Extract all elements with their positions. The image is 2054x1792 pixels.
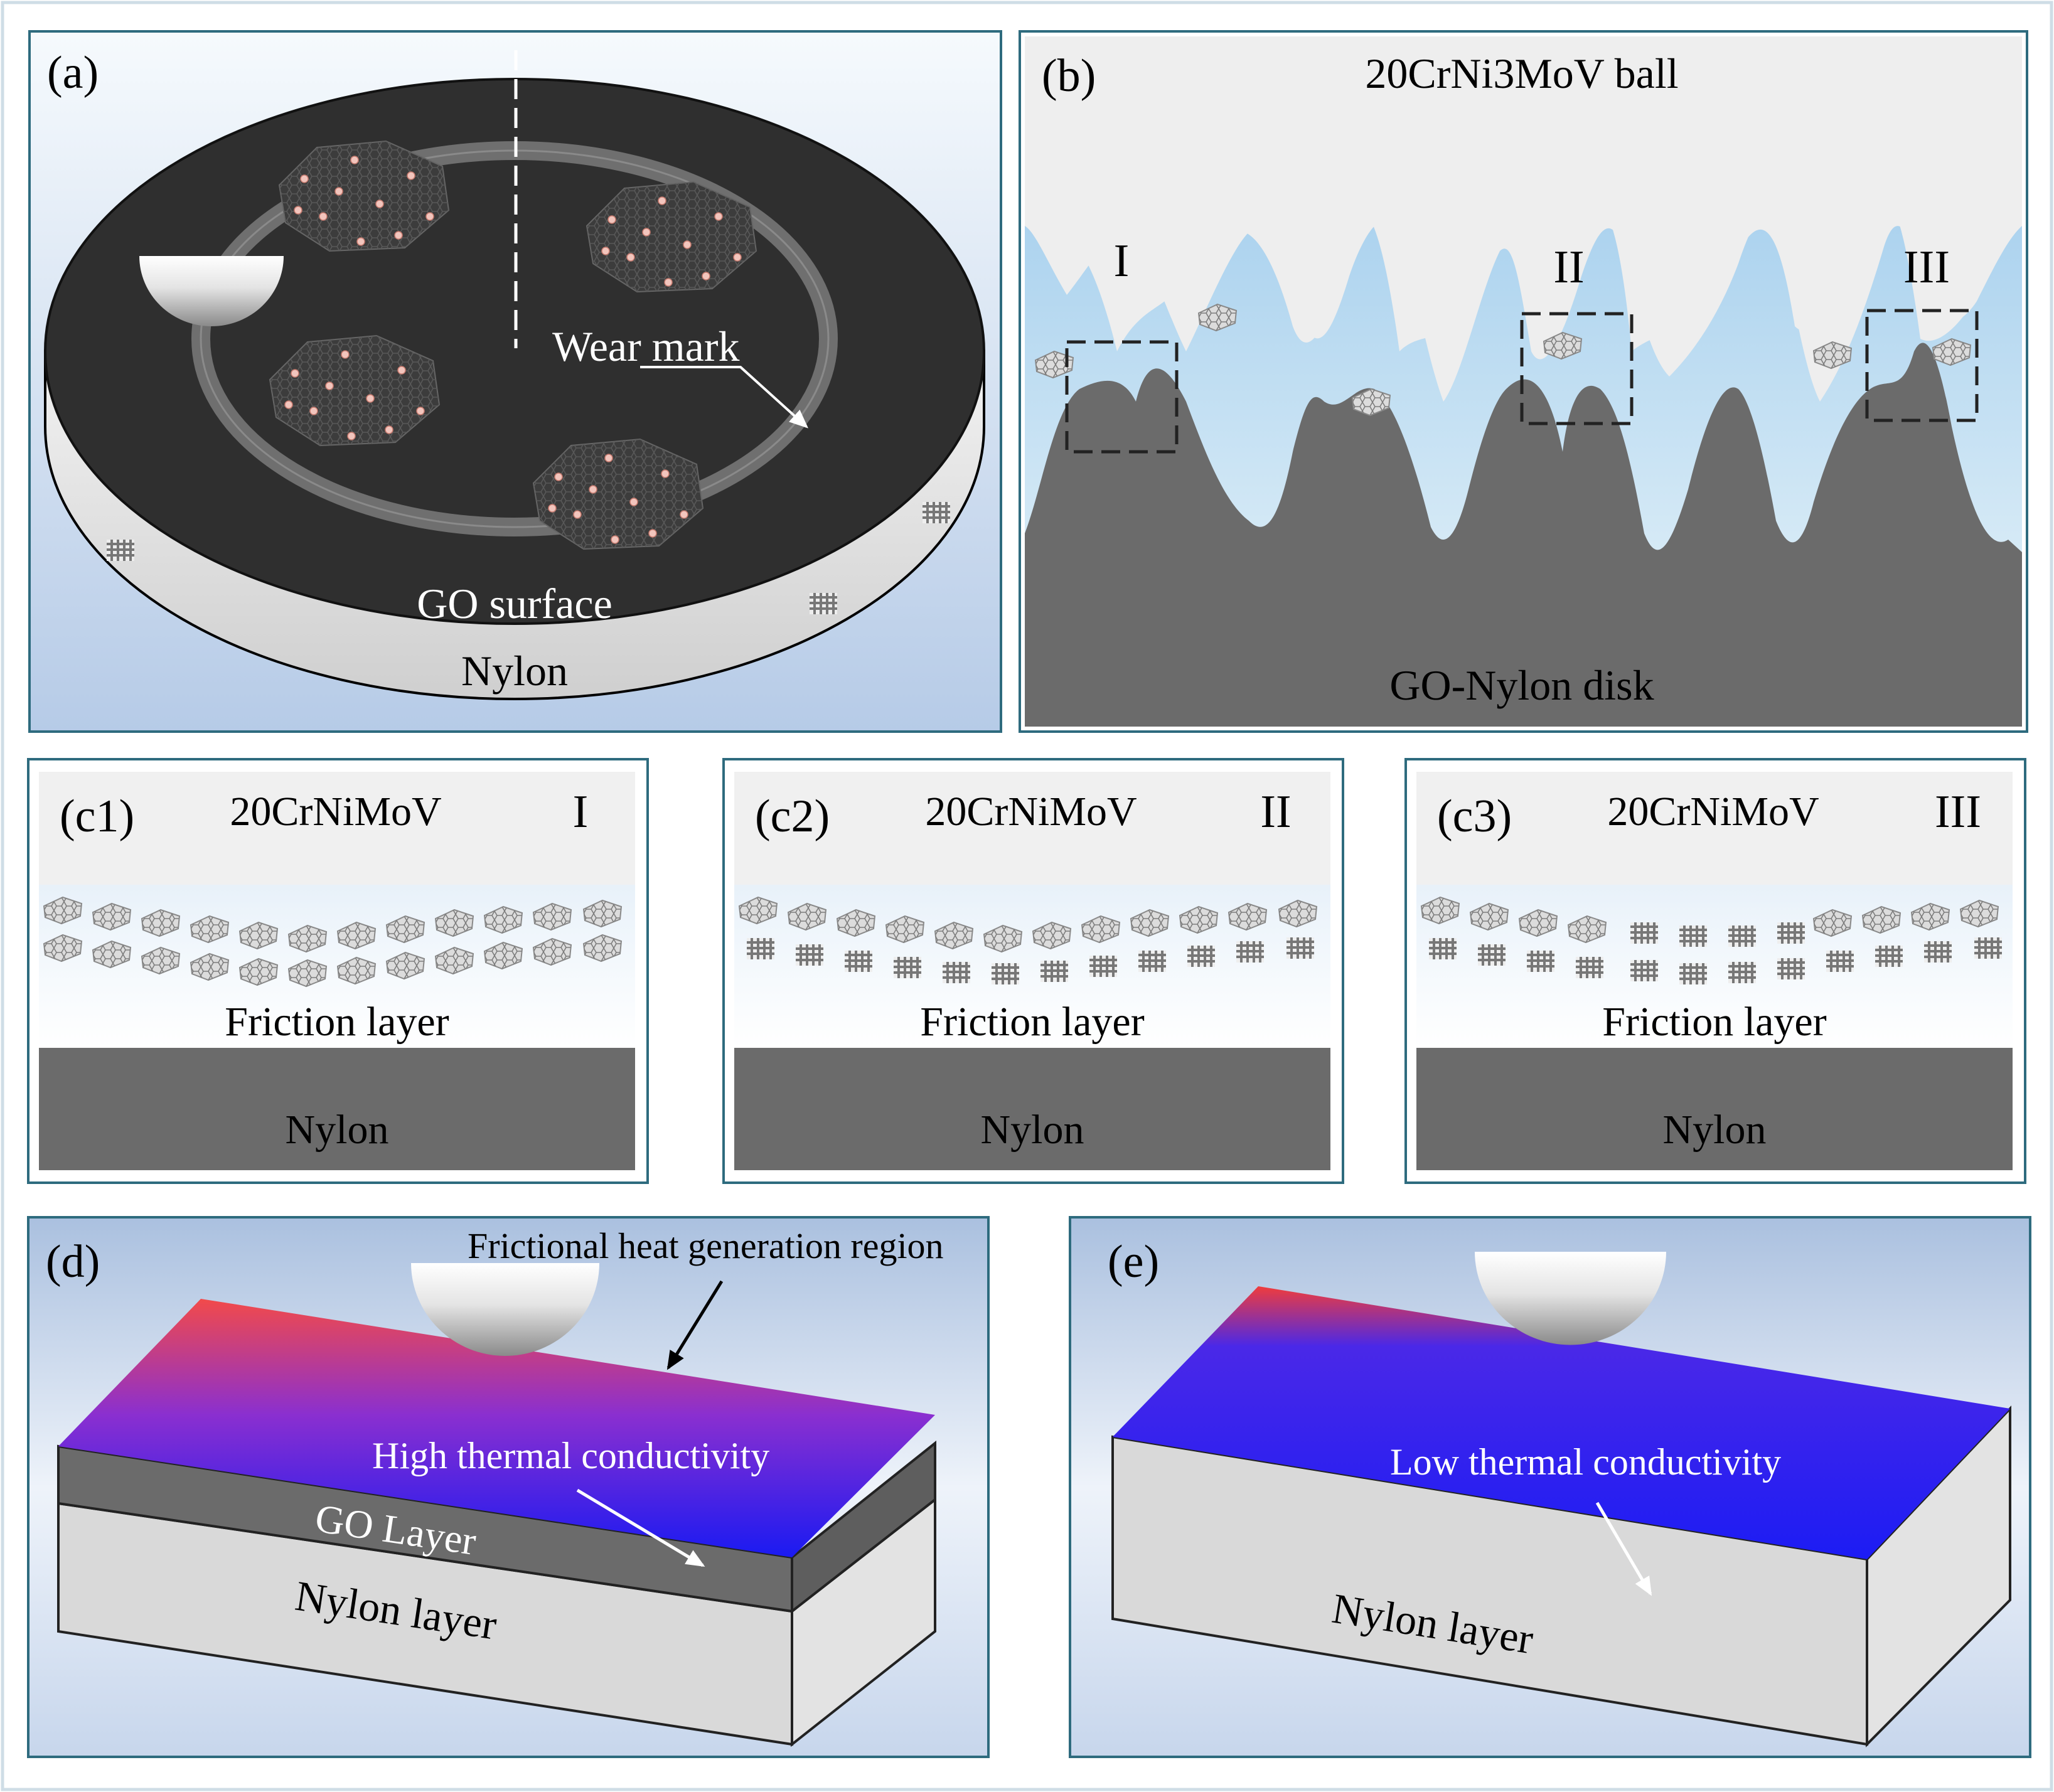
panel-c1-region: I xyxy=(573,786,589,838)
wear-mark-label: Wear mark xyxy=(552,323,739,370)
region-III-label: III xyxy=(1903,242,1950,293)
panel-c1-material: 20CrNiMoV xyxy=(230,789,441,835)
panel-c2-region: II xyxy=(1260,786,1291,838)
steel-ball xyxy=(139,256,284,326)
panel-c1-base: Nylon xyxy=(286,1107,389,1153)
ball-label: 20CrNi3MoV ball xyxy=(1365,50,1678,97)
filler-icon xyxy=(808,592,838,616)
go-layer-side xyxy=(791,1440,936,1614)
disk-surface xyxy=(1025,343,2022,727)
panel-c3-base: Nylon xyxy=(1663,1107,1767,1153)
heat-surface xyxy=(1113,1286,2010,1559)
steel-ball xyxy=(411,1263,599,1356)
panel-c3-region: III xyxy=(1935,786,1981,838)
panel-c3-material: 20CrNiMoV xyxy=(1607,789,1819,835)
disk-label: GO-Nylon disk xyxy=(1389,661,1654,709)
region-II-label: II xyxy=(1553,242,1584,293)
heat-surface xyxy=(58,1299,935,1557)
wear-mark-arrow xyxy=(640,366,808,429)
disk-top xyxy=(44,78,985,625)
heat-region-arrow xyxy=(666,1280,724,1370)
panel-d-tag: (d) xyxy=(46,1236,100,1288)
panel-e: (e) Low thermal conductivity Nylon layer xyxy=(1069,1216,2031,1758)
panel-c1: (c1) 20CrNiMoV I Friction layer Nylon xyxy=(27,758,649,1184)
panel-c3: (c3) 20CrNiMoV III Friction layer Nylon xyxy=(1404,758,2026,1184)
panel-c3-layer: Friction layer xyxy=(1602,999,1826,1045)
ball-surface xyxy=(1025,36,2022,402)
panel-e-tag: (e) xyxy=(1108,1236,1159,1288)
steel-ball xyxy=(1475,1252,1666,1345)
high-conductivity-label: High thermal conductivity xyxy=(372,1435,769,1476)
nylon-label-a: Nylon xyxy=(461,647,568,695)
go-surface-label: GO surface xyxy=(417,580,612,627)
panel-c1-tag: (c1) xyxy=(60,791,134,842)
conductivity-arrow xyxy=(576,1488,705,1567)
filler-icon xyxy=(921,501,951,525)
region-I-label: I xyxy=(1114,235,1130,287)
panel-c2-base: Nylon xyxy=(981,1107,1084,1153)
panel-a-tag: (a) xyxy=(47,47,99,99)
conductivity-arrow xyxy=(1595,1501,1652,1596)
low-conductivity-label: Low thermal conductivity xyxy=(1390,1441,1781,1483)
panel-c2-material: 20CrNiMoV xyxy=(925,789,1137,835)
panel-c1-layer: Friction layer xyxy=(225,999,449,1045)
panel-b-tag: (b) xyxy=(1042,50,1096,102)
panel-d: (d) Frictional heat generation region Hi… xyxy=(27,1216,990,1758)
panel-b: I II III (b) 20CrNi3MoV ball GO-Nylon di… xyxy=(1019,30,2028,733)
panel-c2-layer: Friction layer xyxy=(920,999,1144,1045)
heat-region-label: Frictional heat generation region xyxy=(468,1225,944,1266)
filler-icon xyxy=(105,538,136,562)
panel-c2-tag: (c2) xyxy=(755,791,830,842)
panel-c3-tag: (c3) xyxy=(1437,791,1512,842)
panel-c2: (c2) 20CrNiMoV II Friction layer Nylon xyxy=(722,758,1344,1184)
panel-a: Wear mark (a) GO surface Nylon xyxy=(28,30,1002,733)
